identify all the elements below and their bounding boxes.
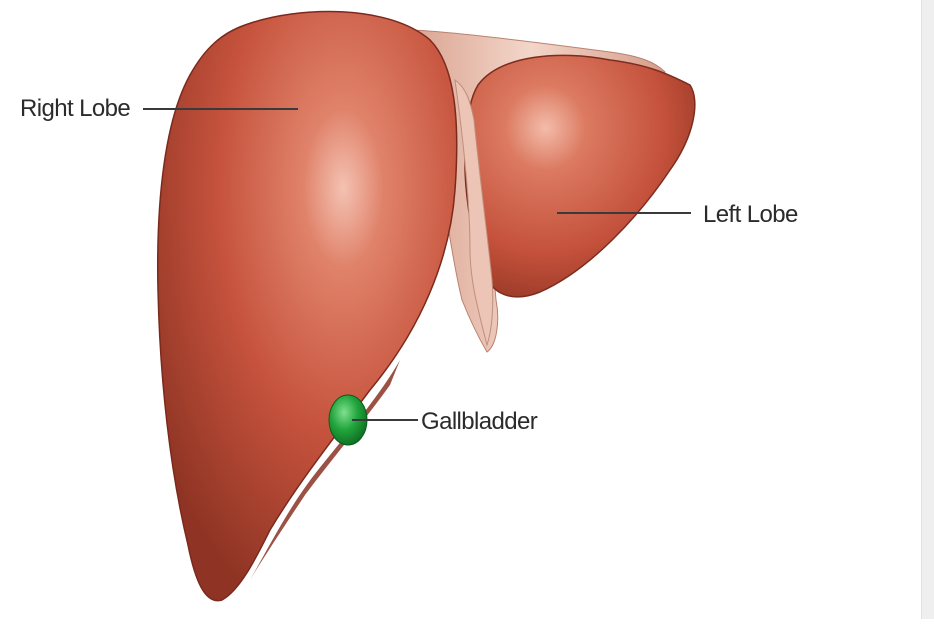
left-lobe <box>465 55 695 296</box>
right-lobe-label: Right Lobe <box>20 97 130 121</box>
gallbladder-label: Gallbladder <box>421 410 537 434</box>
left-lobe-label: Left Lobe <box>703 203 798 227</box>
right-lobe <box>158 11 457 600</box>
scrollbar-track[interactable] <box>921 0 934 619</box>
